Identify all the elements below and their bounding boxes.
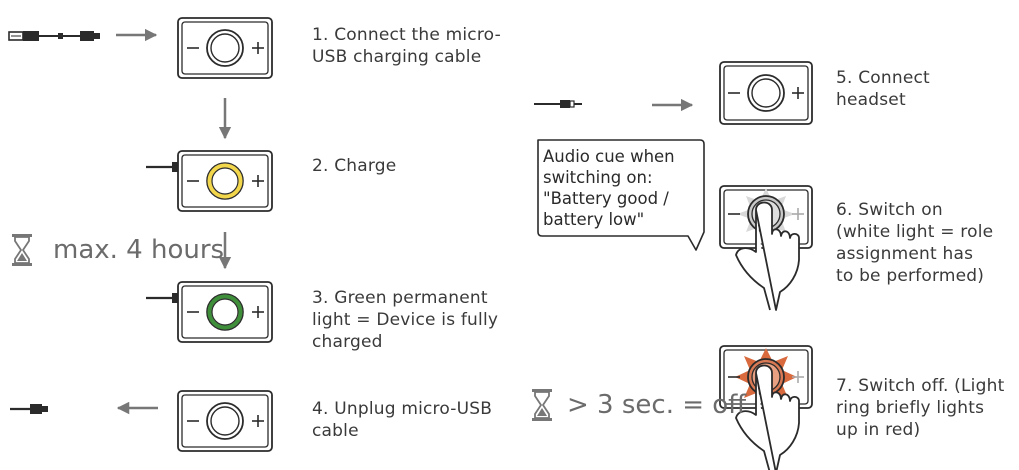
device-step1 [177, 17, 273, 79]
audio-jack-icon [534, 100, 582, 108]
device-step6-on [719, 185, 813, 311]
step-5-label: 5. Connect headset [836, 68, 930, 110]
device-step5 [719, 61, 813, 125]
step-3-label: 3. Green permanent light = Device is ful… [312, 288, 499, 352]
step-6-label: 6. Switch on (white light = role assignm… [836, 200, 994, 286]
step-1-label: 1. Connect the micro- USB charging cable [312, 25, 501, 67]
device-step4 [177, 390, 273, 452]
usb-plug-icon [10, 404, 48, 414]
device-step2-charging [146, 150, 273, 212]
charge-time-label: max. 4 hours [53, 235, 225, 265]
step-7-label: 7. Switch off. (Light ring briefly light… [836, 376, 1005, 440]
device-step3-full [146, 281, 273, 343]
audio-cue-text: Audio cue when switching on: "Battery go… [543, 147, 675, 229]
device-step7-off [719, 345, 813, 470]
speech-bubble-icon [537, 139, 705, 251]
hourglass-icon [11, 233, 33, 267]
step-2-label: 2. Charge [312, 156, 397, 176]
usb-cable-icon [8, 31, 100, 41]
hourglass-icon [531, 388, 553, 422]
hold-time-label: > 3 sec. = off [567, 390, 747, 420]
step-4-label: 4. Unplug micro-USB cable [312, 399, 493, 441]
